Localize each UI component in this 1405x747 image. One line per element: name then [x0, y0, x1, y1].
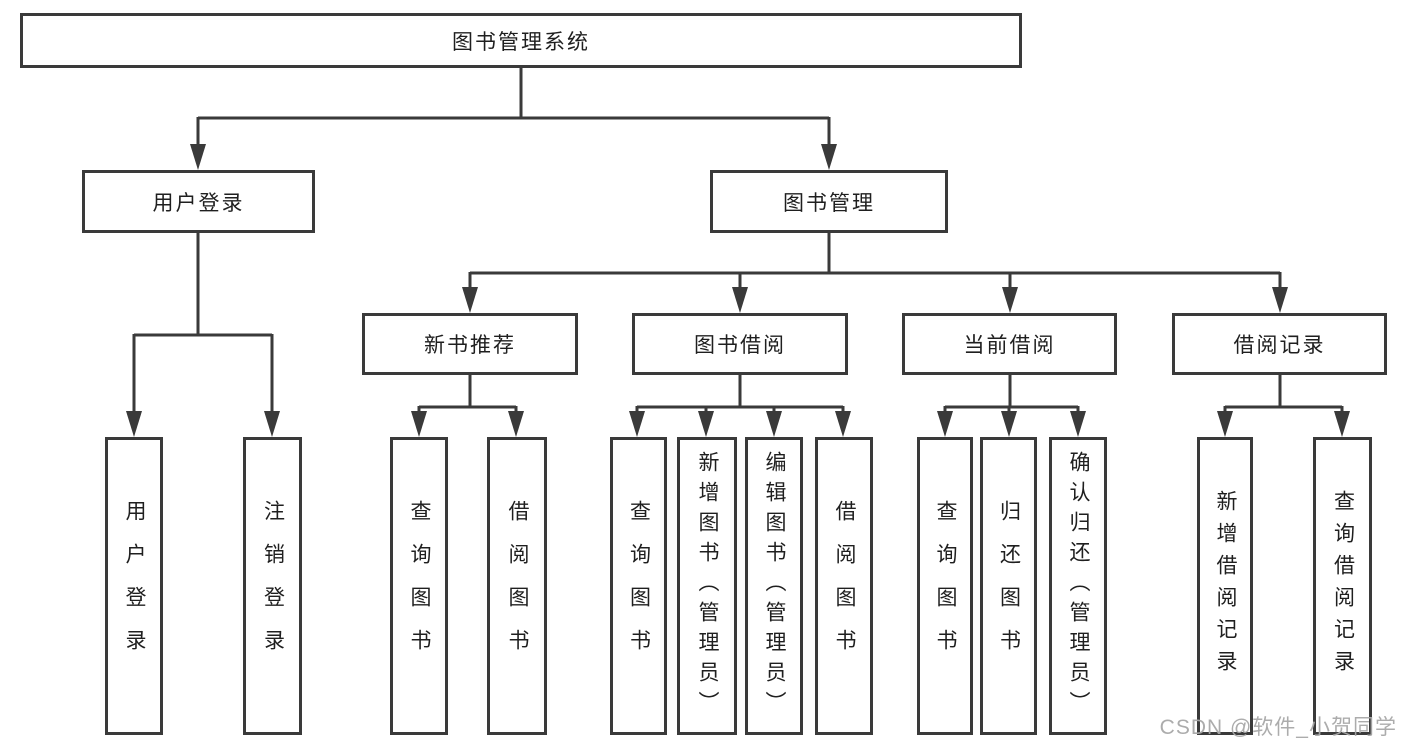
leaf-add-book-admin: 新增图书（管理员）: [677, 437, 737, 735]
leaf-recommend-query-book: 查询图书: [390, 437, 448, 735]
node-book-management-module: 图书管理: [710, 170, 948, 233]
leaf-user-login: 用户登录: [105, 437, 163, 735]
node-root-system: 图书管理系统: [20, 13, 1022, 68]
leaf-edit-book-admin: 编辑图书（管理员）: [745, 437, 803, 735]
leaf-logout: 注销登录: [243, 437, 302, 735]
leaf-return-book: 归还图书: [980, 437, 1037, 735]
node-user-login-module: 用户登录: [82, 170, 315, 233]
leaf-query-borrow-record: 查询借阅记录: [1313, 437, 1372, 735]
node-new-book-recommend: 新书推荐: [362, 313, 578, 375]
node-current-borrow: 当前借阅: [902, 313, 1117, 375]
node-book-borrow: 图书借阅: [632, 313, 848, 375]
csdn-watermark: CSDN @软件_小贺同学: [1159, 716, 1397, 739]
leaf-borrow-book: 借阅图书: [815, 437, 873, 735]
leaf-current-query-book: 查询图书: [917, 437, 973, 735]
leaf-confirm-return-admin: 确认归还（管理员）: [1049, 437, 1107, 735]
leaf-recommend-borrow-book: 借阅图书: [487, 437, 547, 735]
leaf-add-borrow-record: 新增借阅记录: [1197, 437, 1253, 735]
leaf-borrow-query-book: 查询图书: [610, 437, 667, 735]
arrowheads: [126, 144, 1350, 437]
node-borrow-record: 借阅记录: [1172, 313, 1387, 375]
